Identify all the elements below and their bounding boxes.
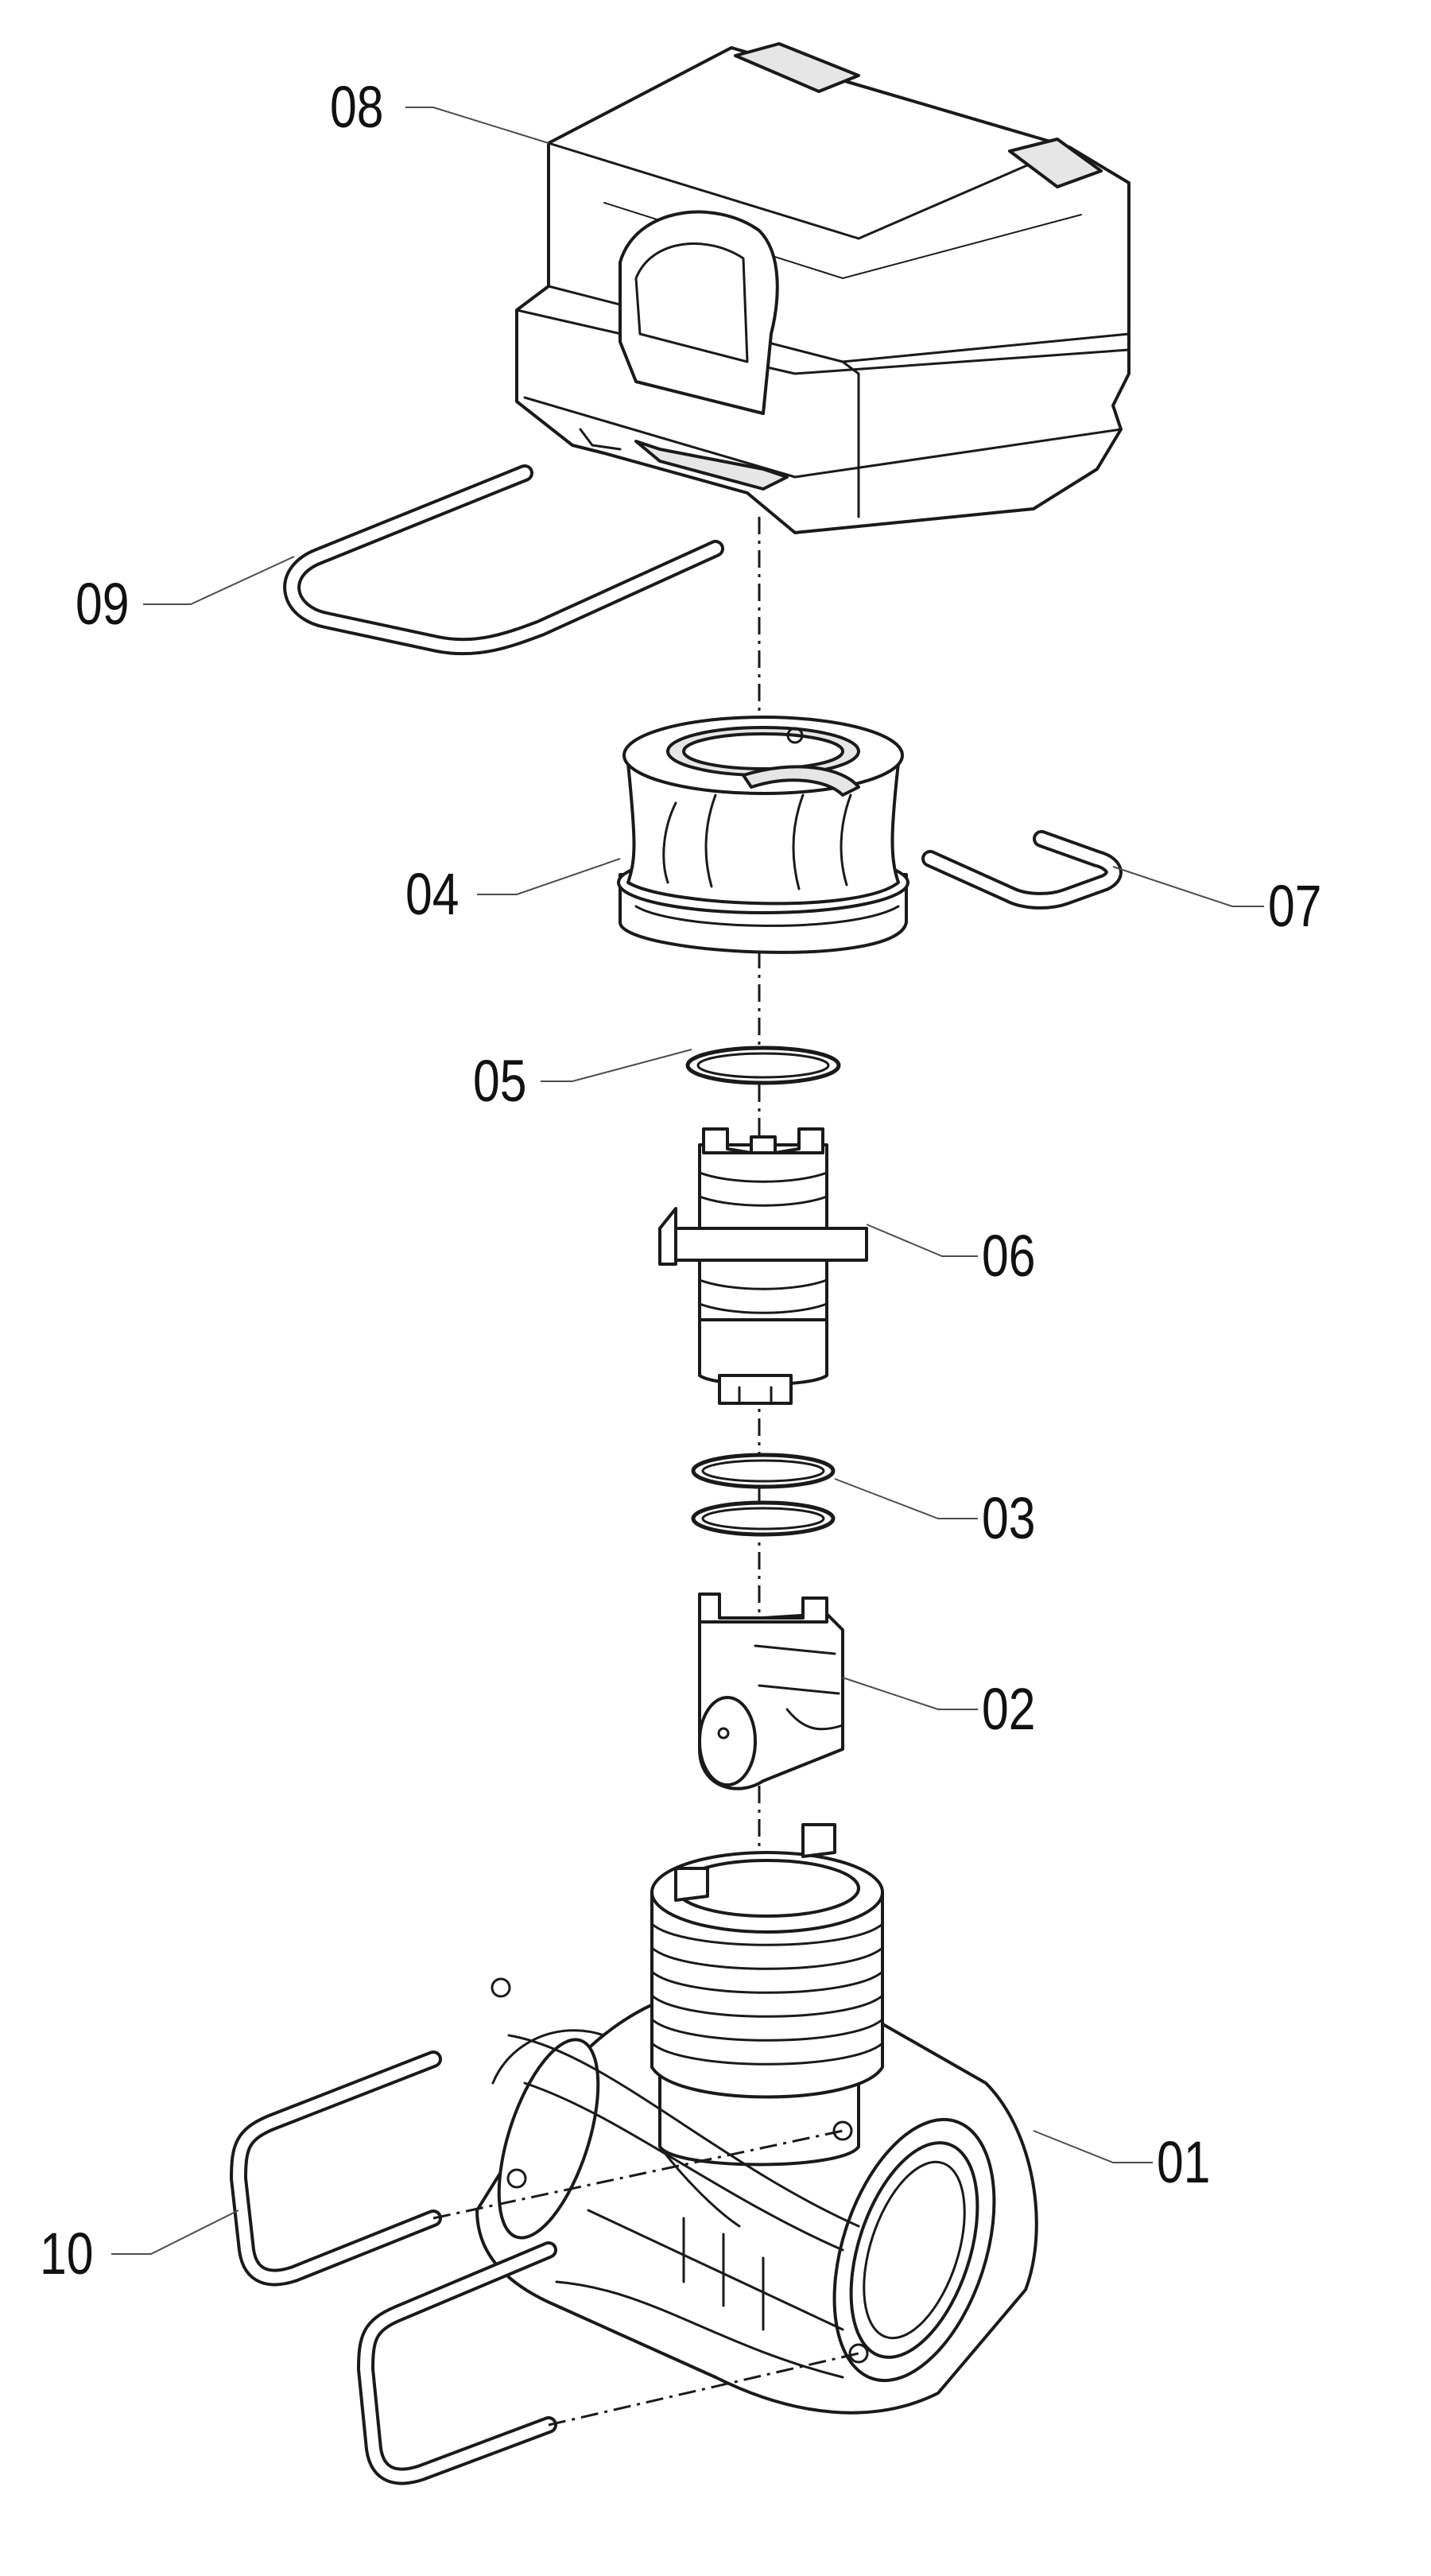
leader-03 <box>834 1478 978 1519</box>
leader-lines <box>111 107 1264 2255</box>
part-05-o-ring <box>685 1046 841 1085</box>
part-10-clips <box>230 2050 859 2485</box>
part-09-clip <box>283 464 724 656</box>
callout-10: 10 <box>40 2221 93 2287</box>
callout-03: 03 <box>982 1486 1035 1551</box>
leader-04 <box>477 858 621 895</box>
callout-05: 05 <box>473 1049 526 1114</box>
part-08-actuator-cover <box>515 42 1130 534</box>
callout-07: 07 <box>1268 874 1321 939</box>
leader-05 <box>541 1049 692 1082</box>
part-02-shutoff-plug <box>698 1593 844 1790</box>
callout-01: 01 <box>1157 2130 1210 2195</box>
clip-axis-lower <box>548 2352 859 2427</box>
part-03-o-rings <box>691 1453 836 1537</box>
clip-axis-upper <box>432 2129 843 2220</box>
callout-04: 04 <box>405 862 459 927</box>
leader-10 <box>111 2209 239 2255</box>
part-04-nut <box>617 716 909 954</box>
leader-09 <box>143 556 295 605</box>
callout-09: 09 <box>76 572 129 637</box>
callout-06: 06 <box>982 1224 1035 1289</box>
leader-07 <box>1112 866 1264 907</box>
part-01-saddle-body <box>475 1823 1038 2415</box>
leader-01 <box>1033 2130 1153 2163</box>
leader-08 <box>405 107 549 144</box>
leader-06 <box>866 1224 978 1257</box>
leader-02 <box>842 1677 978 1710</box>
part-07-wire-clip <box>921 830 1123 910</box>
callout-02: 02 <box>982 1677 1035 1742</box>
callout-labels: 08 09 04 07 05 06 03 02 01 10 <box>40 75 1321 2287</box>
part-06-insert <box>658 1127 868 1405</box>
callout-08: 08 <box>330 75 383 140</box>
